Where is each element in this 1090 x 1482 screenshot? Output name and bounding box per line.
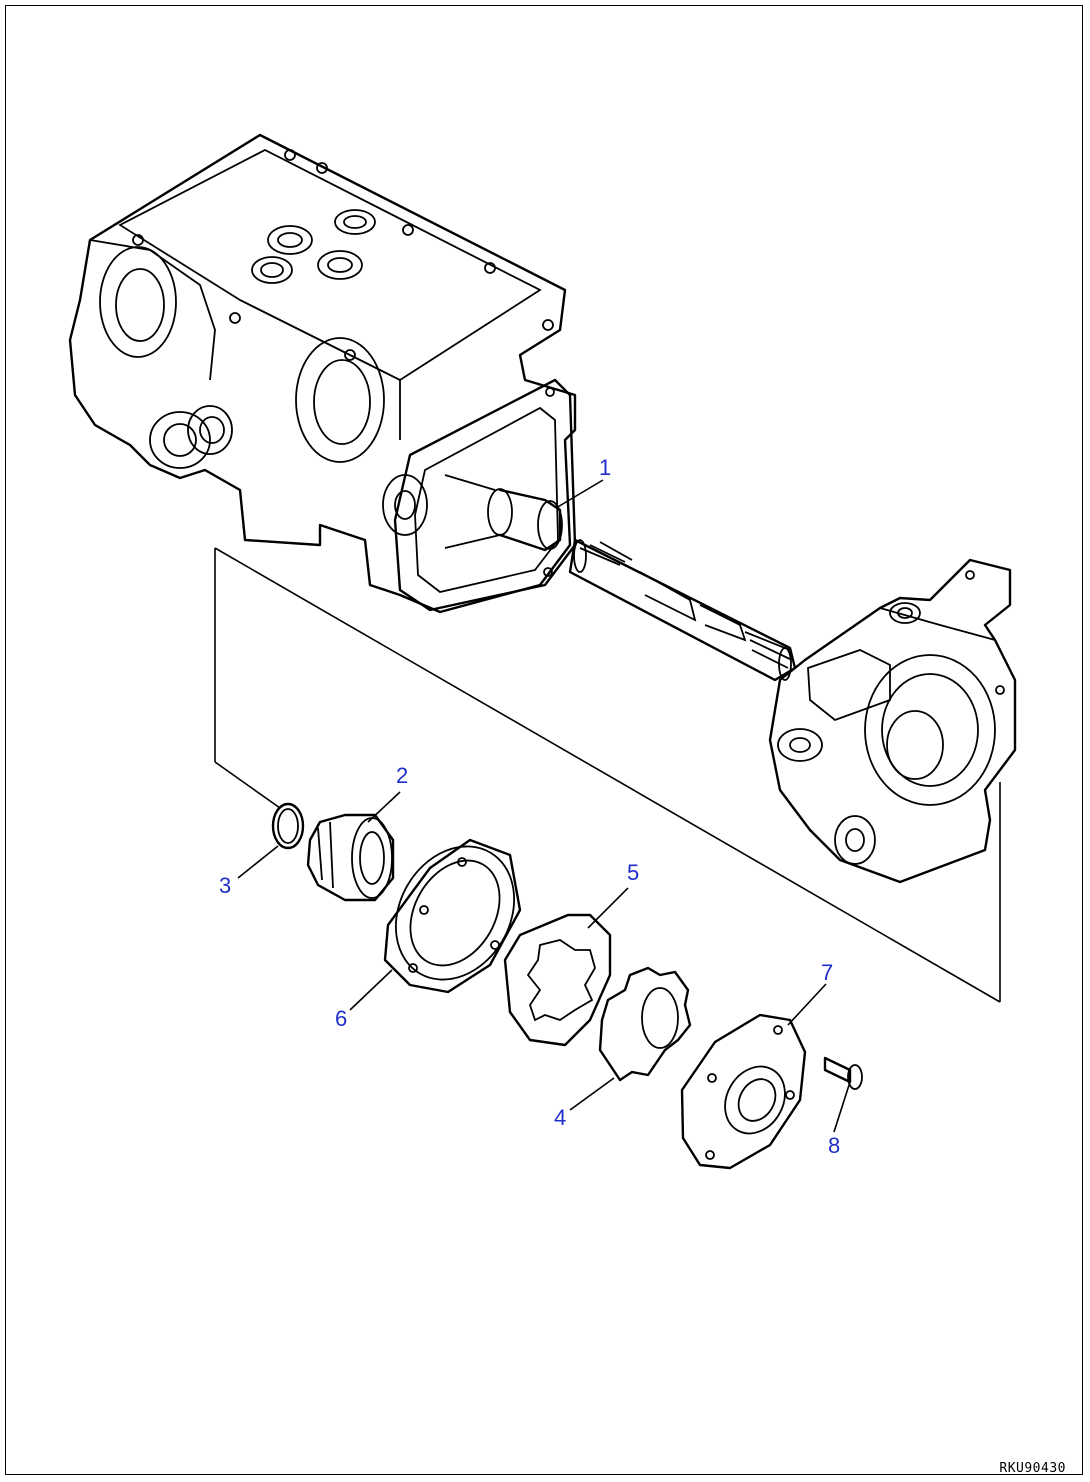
callout-7: 7 bbox=[821, 960, 833, 985]
splined-shaft bbox=[568, 538, 797, 682]
part-5-outer-rotor bbox=[503, 913, 612, 1047]
callout-6: 6 bbox=[335, 1006, 347, 1031]
callout-1: 1 bbox=[599, 455, 611, 480]
pump-mounting-flange bbox=[382, 378, 577, 612]
part-7-end-cover bbox=[680, 1013, 807, 1170]
part-1-coupling bbox=[444, 474, 563, 552]
part-4-inner-rotor bbox=[598, 966, 692, 1082]
callout-4: 4 bbox=[554, 1105, 566, 1130]
part-3-snap-ring bbox=[271, 802, 305, 850]
callout-3: 3 bbox=[219, 873, 231, 898]
callout-5: 5 bbox=[627, 860, 639, 885]
part-8-bolt bbox=[823, 1056, 863, 1090]
leader-lines bbox=[237, 479, 851, 1133]
part-6-flange-plate bbox=[383, 838, 522, 994]
part-2-sleeve bbox=[306, 813, 395, 902]
callout-8: 8 bbox=[828, 1133, 840, 1158]
exploded-view-envelope bbox=[214, 547, 1001, 1003]
drawing-reference-code: RKU90430 bbox=[999, 1461, 1066, 1476]
pump-housing bbox=[68, 133, 577, 614]
diagram-frame bbox=[5, 5, 1083, 1475]
callout-2: 2 bbox=[396, 763, 408, 788]
gear-pump-case bbox=[768, 558, 1017, 884]
